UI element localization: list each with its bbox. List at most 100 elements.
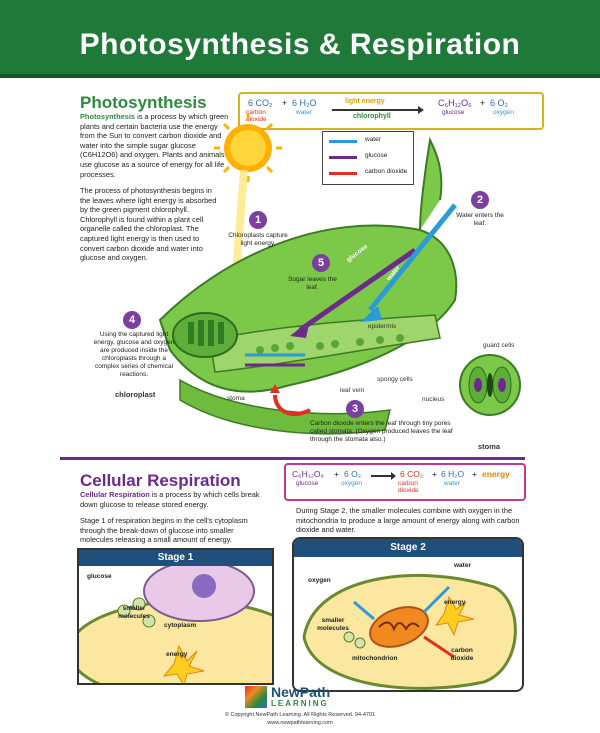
- stage2-title: Stage 2: [294, 539, 522, 557]
- eq2-plus2: +: [432, 469, 437, 479]
- stage1-energy-label: energy: [166, 651, 188, 658]
- spongy-cells-label: spongy cells: [377, 376, 413, 383]
- leaf-diagram: [158, 114, 521, 435]
- logo-brand-2: LEARNING: [271, 699, 329, 708]
- stage2-smaller-molecules-label: smaller molecules: [317, 617, 349, 632]
- eq2-o2-name: oxygen: [341, 480, 362, 487]
- eq2-h2o-name: water: [444, 480, 460, 487]
- legend-glucose-swatch: [329, 156, 357, 159]
- stage1-panel: Stage 1 glucose smaller molecules cytopl…: [77, 548, 274, 685]
- legend-water-swatch: [329, 140, 357, 143]
- page-header: Photosynthesis & Respiration: [0, 0, 600, 78]
- co2-arrow: [273, 394, 311, 416]
- step-3-text: Carbon dioxide enters the leaf through t…: [310, 420, 453, 443]
- eq1-plus1: +: [282, 98, 288, 108]
- legend-co2-label: carbon dioxide: [365, 168, 408, 175]
- sun-icon: [214, 114, 282, 182]
- eq1-co2: 6 CO₂: [248, 98, 273, 108]
- respiration-equation: C₆H₁₂O₆ glucose + 6 O₂ oxygen 6 CO₂ carb…: [284, 463, 526, 501]
- stage2-energy-label: energy: [444, 599, 466, 606]
- step-2-marker: 2: [471, 191, 489, 209]
- legend-water-label: water: [365, 136, 381, 143]
- step-3-marker: 3: [346, 400, 364, 418]
- respiration-title: Cellular Respiration: [80, 471, 241, 490]
- eq2-o2: 6 O₂: [344, 469, 361, 479]
- photosynthesis-title: Photosynthesis: [80, 93, 207, 112]
- step-1-marker: 1: [249, 211, 267, 229]
- eq2-plus1: +: [334, 469, 339, 479]
- eq2-glucose: C₆H₁₂O₆: [292, 469, 324, 479]
- eq2-plus3: +: [472, 469, 477, 479]
- chloroplast-label: chloroplast: [115, 390, 156, 399]
- eq1-o2: 6 O₂: [490, 98, 508, 108]
- stage1-cell-graphic: [79, 566, 272, 683]
- leaf-tip: [419, 136, 443, 231]
- eq2-energy: energy: [482, 469, 510, 479]
- guard-cells-label: guard cells: [483, 342, 515, 349]
- stage1-title: Stage 1: [79, 550, 272, 566]
- arrow-legend: water glucose carbon dioxide: [322, 131, 414, 185]
- chloroplast-graphic: [172, 312, 238, 358]
- step-1-text: Chloroplasts capture light energy.: [228, 232, 288, 247]
- stoma-inset: [459, 354, 521, 416]
- eq2-arrow: [371, 475, 393, 477]
- newpath-logo: NewPath LEARNING: [245, 684, 355, 710]
- nucleus-label: nucleus: [422, 396, 445, 403]
- eq1-co2-name: carbon dioxide: [246, 109, 267, 123]
- stage1-description: Stage 1 of respiration begins in the cel…: [80, 516, 248, 545]
- stoma-label: stoma: [227, 395, 245, 402]
- stage2-co2-label: carbon dioxide: [450, 647, 474, 662]
- stage1-cytoplasm-label: cytoplasm: [164, 622, 197, 629]
- glucose-arrow: [298, 247, 417, 333]
- eq1-arrowhead: [418, 106, 424, 114]
- respiration-intro: Cellular Respiration is a process by whi…: [80, 490, 265, 509]
- eq1-glucose-name: glucose: [442, 109, 465, 116]
- eq2-co2-name: carbon dioxide: [398, 480, 419, 494]
- eq2-glucose-name: glucose: [296, 480, 319, 487]
- water-arrow: [368, 203, 457, 312]
- photosynthesis-equation: 6 CO₂ carbon dioxide + 6 H₂O water light…: [238, 92, 544, 130]
- section-divider: [60, 457, 525, 460]
- step-5-text: Sugar leaves the leaf.: [288, 276, 337, 291]
- eq2-co2: 6 CO₂: [400, 469, 424, 479]
- step-4-marker: 4: [123, 311, 141, 329]
- copyright: © Copyright NewPath Learning. All Rights…: [224, 712, 376, 718]
- stage1-glucose-label: glucose: [87, 573, 112, 580]
- step-2-text: Water enters the leaf.: [456, 212, 504, 227]
- leaf-underside: [179, 378, 391, 435]
- eq1-energy: light energy: [345, 98, 385, 105]
- epidermis-label: epidermis: [368, 323, 397, 330]
- resp-intro-text: is a process by which cells break down g…: [80, 490, 260, 509]
- page-title: Photosynthesis & Respiration: [79, 28, 521, 61]
- stage2-oxygen-label: oxygen: [308, 577, 331, 584]
- website: www.newpathlearning.com: [267, 720, 333, 726]
- eq2-arrowhead: [391, 472, 396, 480]
- leaf-vein-label: leaf vein: [340, 387, 365, 394]
- step-5-marker: 5: [312, 254, 330, 272]
- intro-term: Photosynthesis: [80, 112, 136, 121]
- eq1-chlorophyll: chlorophyll: [353, 113, 391, 120]
- stoma-caption: stoma: [478, 442, 501, 451]
- stage2-panel: Stage 2 oxygen water smaller molecules e…: [292, 537, 524, 692]
- eq1-o2-name: oxygen: [493, 109, 514, 116]
- eq1-h2o-name: water: [296, 109, 312, 116]
- resp-intro-term: Cellular Respiration: [80, 490, 150, 499]
- eq1-glucose: C₆H₁₂O₆: [438, 98, 472, 108]
- eq1-h2o: 6 H₂O: [292, 98, 317, 108]
- legend-glucose-label: glucose: [365, 152, 388, 159]
- legend-co2-swatch: [329, 172, 357, 175]
- stage2-water-label: water: [454, 562, 471, 569]
- eq2-h2o: 6 H₂O: [441, 469, 465, 479]
- logo-brand-1: NewPath: [271, 684, 331, 700]
- step-4-text: Using the captured light energy, glucose…: [93, 331, 175, 378]
- photosynthesis-para2: The process of photosynthesis begins in …: [80, 186, 217, 263]
- intro-text: is a process by which green plants and c…: [80, 112, 229, 179]
- stage2-cell-graphic: [302, 573, 517, 690]
- stage1-smaller-molecules-label: smaller molecules: [118, 605, 150, 620]
- stage2-mitochondrion-label: mitochondrion: [352, 655, 398, 662]
- eq1-plus2: +: [480, 98, 486, 108]
- photosynthesis-intro: Photosynthesis is a process by which gre…: [80, 112, 230, 179]
- eq1-arrow: [332, 109, 422, 111]
- stage2-description: During Stage 2, the smaller molecules co…: [296, 506, 520, 535]
- logo-mark-icon: [245, 686, 267, 708]
